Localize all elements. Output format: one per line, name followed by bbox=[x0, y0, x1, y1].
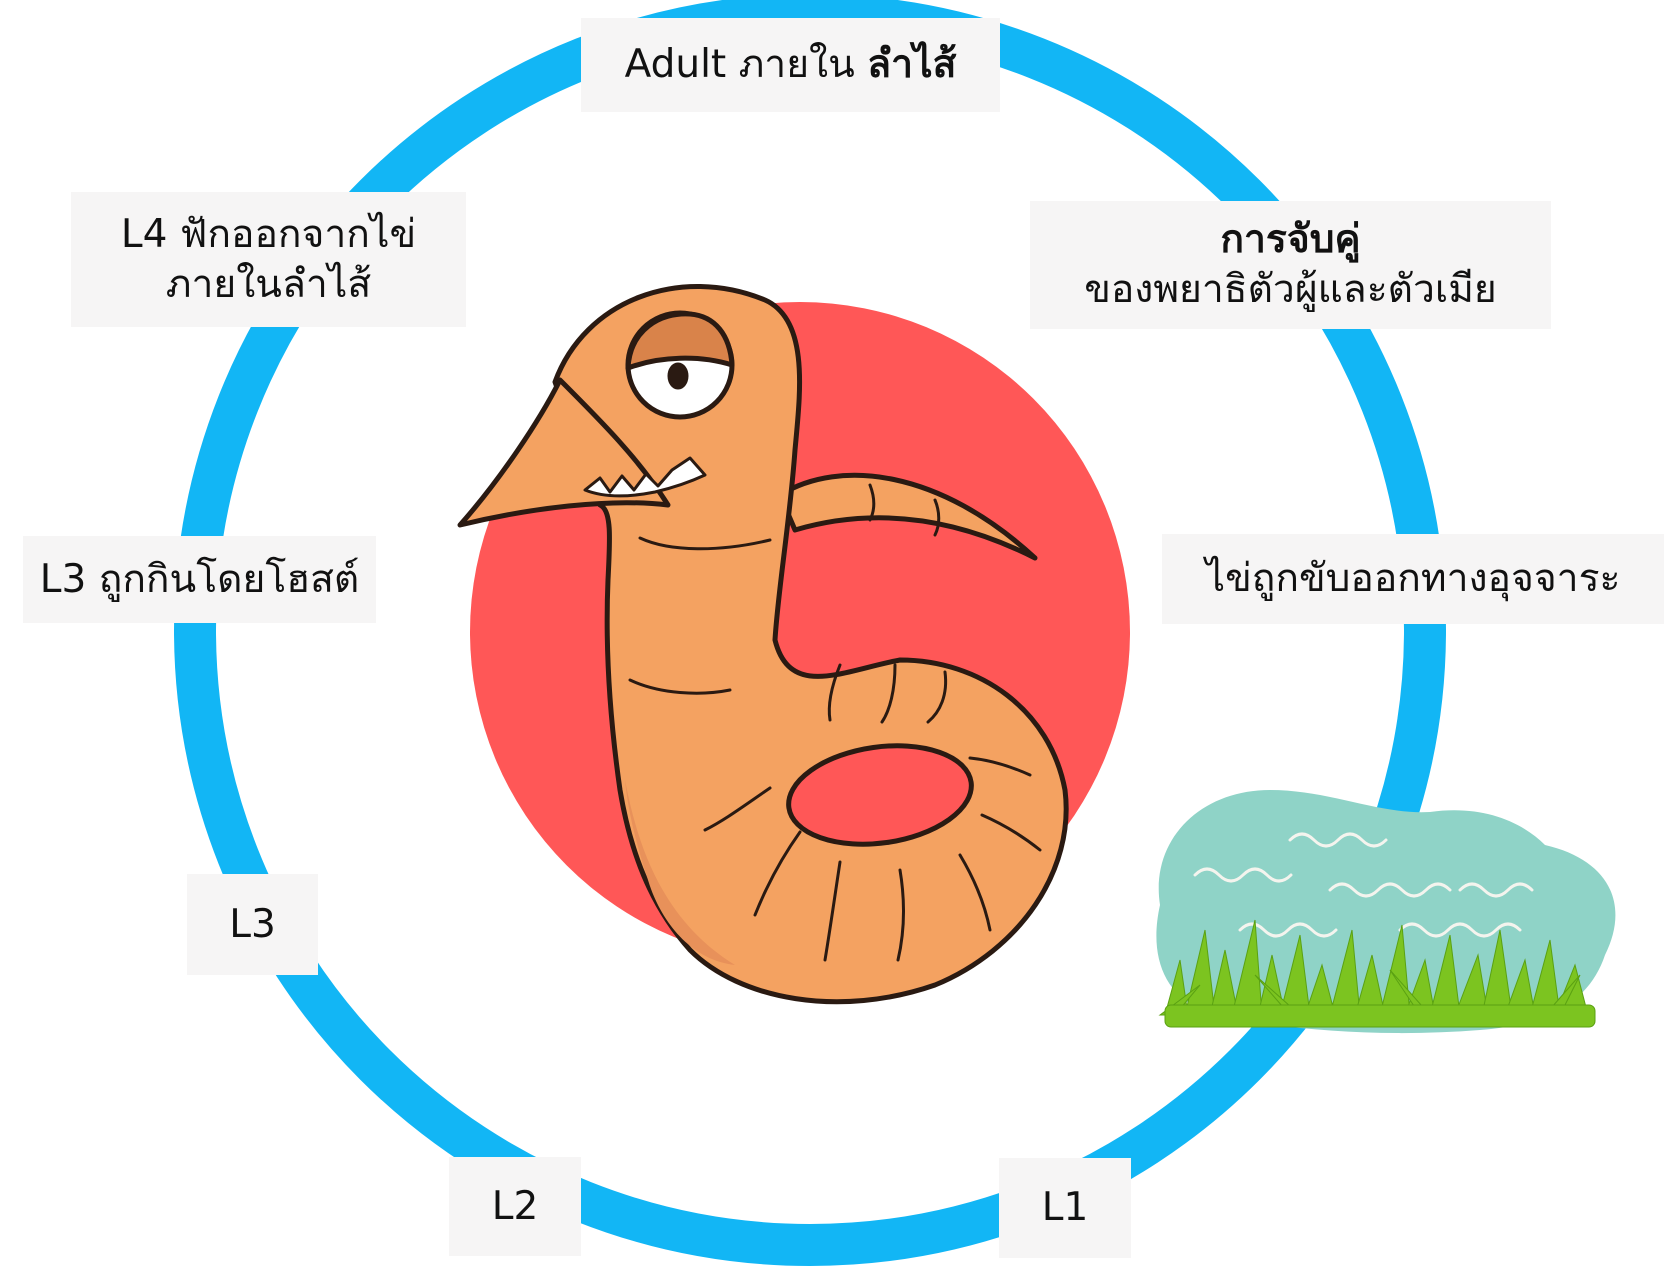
stage-l1: L1 bbox=[999, 1158, 1131, 1258]
stage-mating-title: การจับคู่ bbox=[1220, 215, 1360, 265]
stage-adult-prefix: Adult ภายใน bbox=[625, 42, 868, 87]
stage-l3-eaten-text: L3 ถูกกินโดยโฮสต์ bbox=[40, 555, 359, 605]
stage-l3: L3 bbox=[187, 874, 318, 975]
stage-l1-text: L1 bbox=[1042, 1183, 1089, 1233]
stage-adult-emphasis: ลำไส้ bbox=[867, 42, 956, 87]
pond-with-grass bbox=[1156, 790, 1615, 1033]
stage-mating: การจับคู่ ของพยาธิตัวผู้และตัวเมีย bbox=[1030, 201, 1551, 329]
stage-eggs-text: ไข่ถูกขับออกทางอุจจาระ bbox=[1206, 554, 1621, 604]
stage-l4-line2: ภายในลำไส้ bbox=[166, 260, 371, 310]
stage-adult-text: Adult ภายใน ลำไส้ bbox=[625, 40, 957, 90]
stage-l2-text: L2 bbox=[492, 1182, 539, 1232]
stage-l2: L2 bbox=[449, 1157, 581, 1256]
stage-l3-text: L3 bbox=[229, 900, 276, 950]
worm-pupil bbox=[670, 365, 686, 387]
stage-l3-eaten-by-host: L3 ถูกกินโดยโฮสต์ bbox=[23, 536, 376, 623]
stage-l4-hatch: L4 ฟักออกจากไข่ ภายในลำไส้ bbox=[71, 192, 466, 327]
stage-adult-in-intestine: Adult ภายใน ลำไส้ bbox=[581, 18, 1000, 112]
stage-l4-line1: L4 ฟักออกจากไข่ bbox=[121, 210, 416, 260]
stage-mating-detail: ของพยาธิตัวผู้และตัวเมีย bbox=[1084, 265, 1497, 315]
stage-eggs-excreted: ไข่ถูกขับออกทางอุจจาระ bbox=[1162, 534, 1664, 624]
